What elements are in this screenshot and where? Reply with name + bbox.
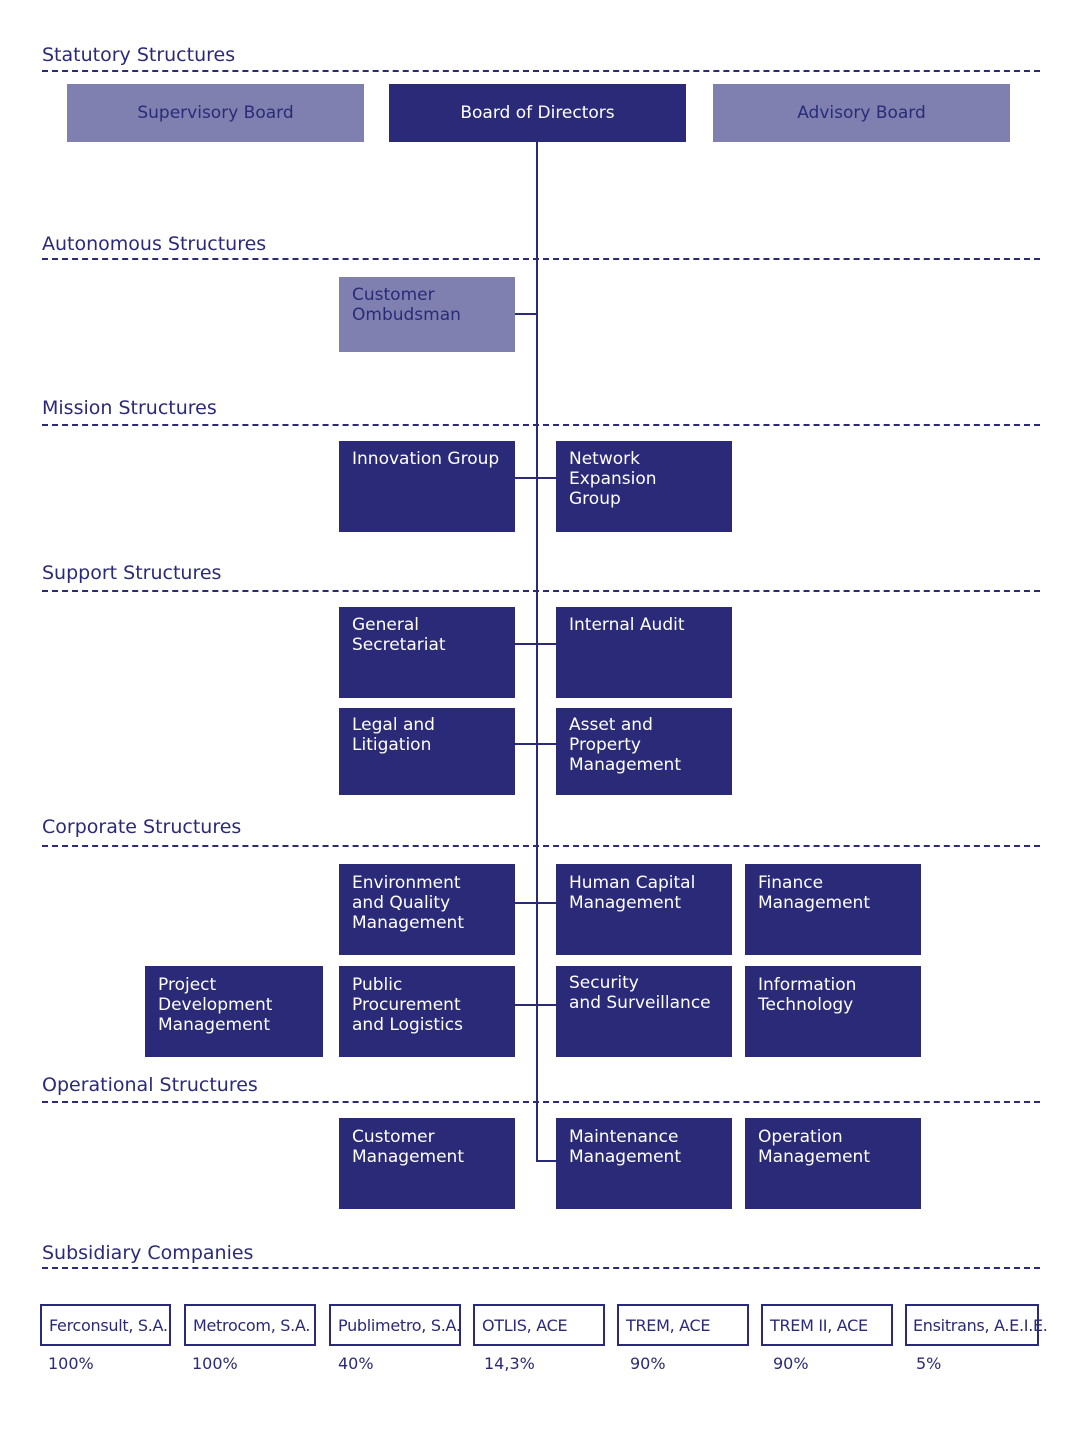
connector-operational xyxy=(536,1160,557,1162)
section-title-support: Support Structures xyxy=(42,562,222,584)
subsidiary-share: 100% xyxy=(192,1354,238,1373)
legal-litigation-box: Legal and Litigation xyxy=(339,708,515,795)
section-divider xyxy=(42,1101,1040,1103)
operation-management-box: Operation Management xyxy=(745,1118,921,1209)
subsidiary-share: 100% xyxy=(48,1354,94,1373)
public-procurement-box: Public Procurement and Logistics xyxy=(339,966,515,1057)
customer-management-box: Customer Management xyxy=(339,1118,515,1209)
connector-ombudsman xyxy=(515,313,537,315)
subsidiary-share: 90% xyxy=(630,1354,666,1373)
section-title-statutory: Statutory Structures xyxy=(42,44,236,66)
section-divider xyxy=(42,590,1040,592)
subsidiary-share: 5% xyxy=(916,1354,942,1373)
subsidiary-publimetro: Publimetro, S.A. xyxy=(329,1304,461,1346)
connector-support-2 xyxy=(515,743,557,745)
subsidiary-trem-ii: TREM II, ACE xyxy=(761,1304,893,1346)
information-technology-box: Information Technology xyxy=(745,966,921,1057)
section-title-mission: Mission Structures xyxy=(42,397,217,419)
maintenance-management-box: Maintenance Management xyxy=(556,1118,732,1209)
advisory-board-box: Advisory Board xyxy=(713,84,1010,142)
general-secretariat-box: General Secretariat xyxy=(339,607,515,698)
board-of-directors-box: Board of Directors xyxy=(389,84,686,142)
main-trunk-line xyxy=(536,142,538,1162)
section-divider xyxy=(42,424,1040,426)
section-title-corporate: Corporate Structures xyxy=(42,816,242,838)
section-divider xyxy=(42,70,1040,72)
section-divider xyxy=(42,1267,1040,1269)
subsidiary-metrocom: Metrocom, S.A. xyxy=(184,1304,316,1346)
connector-support-1 xyxy=(515,643,557,645)
section-title-subsidiary: Subsidiary Companies xyxy=(42,1242,254,1264)
subsidiary-share: 14,3% xyxy=(484,1354,535,1373)
subsidiary-trem: TREM, ACE xyxy=(617,1304,749,1346)
network-expansion-group-box: Network Expansion Group xyxy=(556,441,732,532)
internal-audit-box: Internal Audit xyxy=(556,607,732,698)
subsidiary-share: 90% xyxy=(773,1354,809,1373)
subsidiary-otlis: OTLIS, ACE xyxy=(473,1304,605,1346)
subsidiary-share: 40% xyxy=(338,1354,374,1373)
finance-management-box: Finance Management xyxy=(745,864,921,955)
connector-corporate-2 xyxy=(515,1004,557,1006)
section-divider xyxy=(42,845,1040,847)
section-title-autonomous: Autonomous Structures xyxy=(42,233,267,255)
connector-corporate-1 xyxy=(515,902,557,904)
innovation-group-box: Innovation Group xyxy=(339,441,515,532)
subsidiary-ensitrans: Ensitrans, A.E.I.E. xyxy=(905,1304,1048,1346)
project-development-box: Project Development Management xyxy=(145,966,323,1057)
security-surveillance-box: Security and Surveillance xyxy=(556,966,732,1057)
section-title-operational: Operational Structures xyxy=(42,1074,258,1096)
human-capital-box: Human Capital Management xyxy=(556,864,732,955)
asset-property-management-box: Asset and Property Management xyxy=(556,708,732,795)
customer-ombudsman-box: Customer Ombudsman xyxy=(339,277,515,352)
environment-quality-box: Environment and Quality Management xyxy=(339,864,515,955)
section-divider xyxy=(42,258,1040,260)
supervisory-board-box: Supervisory Board xyxy=(67,84,364,142)
connector-mission xyxy=(515,477,557,479)
subsidiary-ferconsult: Ferconsult, S.A. xyxy=(40,1304,171,1346)
